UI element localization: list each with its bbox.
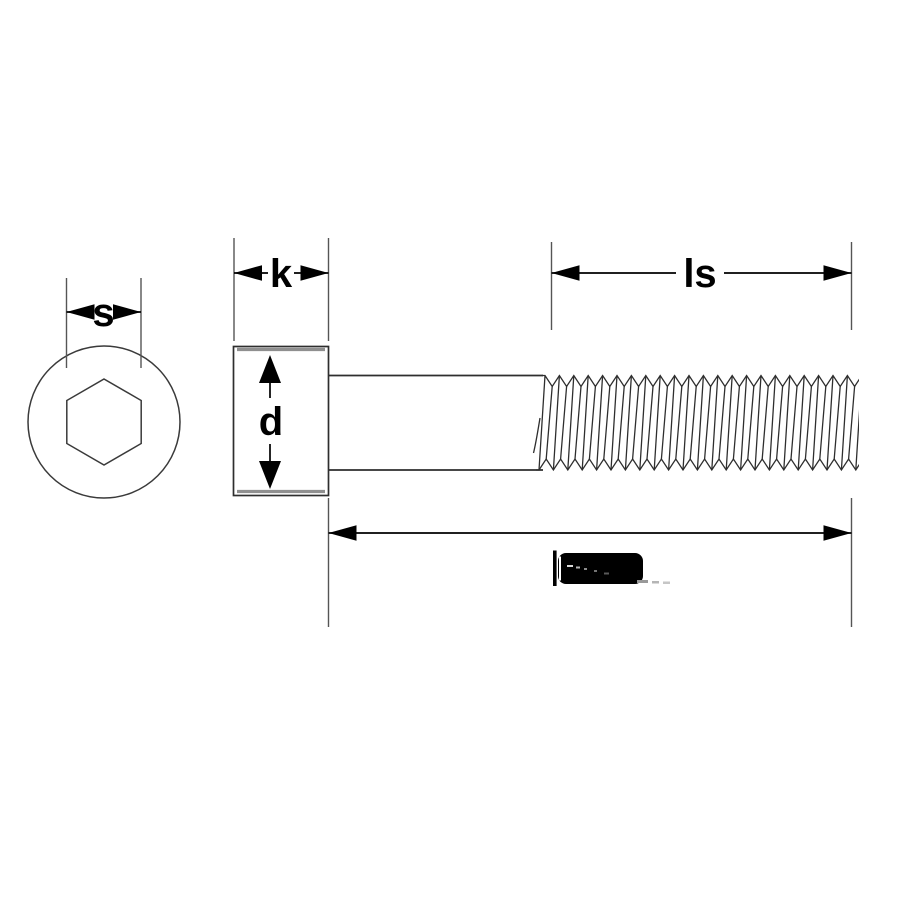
artifact-dash [637, 580, 648, 583]
dimension-s: s [65, 278, 142, 368]
thread-runout-line [532, 417, 541, 454]
dimension-k: k [233, 238, 330, 341]
blob-speck [576, 566, 580, 569]
blob-speck [594, 570, 597, 572]
arrow-left-icon [234, 265, 262, 281]
head-outline [232, 345, 330, 497]
label-stroke-bar [553, 550, 557, 586]
arrow-right-icon [300, 265, 329, 281]
arrow-right-icon [113, 304, 141, 320]
arrow-left-icon [551, 265, 580, 281]
arrow-right-icon [823, 265, 852, 281]
blob-white-slit [559, 556, 561, 581]
arrow-down-icon [259, 461, 281, 489]
dim-label-ls: ls [683, 252, 716, 296]
arrow-left-icon [328, 525, 357, 541]
screw-thread [536, 374, 859, 472]
artifact-dash [663, 581, 670, 584]
arrow-left-icon [66, 304, 95, 320]
dimension-ls: ls [550, 242, 853, 330]
hex-socket-outline [66, 378, 142, 466]
socket-end-view [27, 345, 181, 499]
d-label-mask [252, 398, 290, 444]
dim-label-s: s [92, 291, 114, 335]
dimension-d: d [252, 355, 290, 489]
k-label-mask [268, 252, 294, 292]
arrow-right-icon [823, 525, 852, 541]
dimension-overall-length [327, 498, 853, 627]
blob-speck [604, 572, 609, 575]
blob-speck [584, 568, 587, 570]
dim-label-k: k [270, 252, 293, 296]
arrow-up-icon [259, 355, 281, 383]
blob-speck [567, 565, 573, 567]
obscured-length-label [553, 550, 670, 586]
dim-label-d: d [259, 400, 283, 444]
thread-top-crests [542, 374, 859, 388]
screw-shank [328, 374, 543, 471]
artifact-dash [652, 581, 659, 584]
head-circle-outline [27, 345, 181, 499]
thread-flank-lines [538, 375, 859, 471]
screw-head [232, 345, 330, 497]
label-blob [558, 553, 643, 584]
ls-label-mask [676, 251, 724, 293]
